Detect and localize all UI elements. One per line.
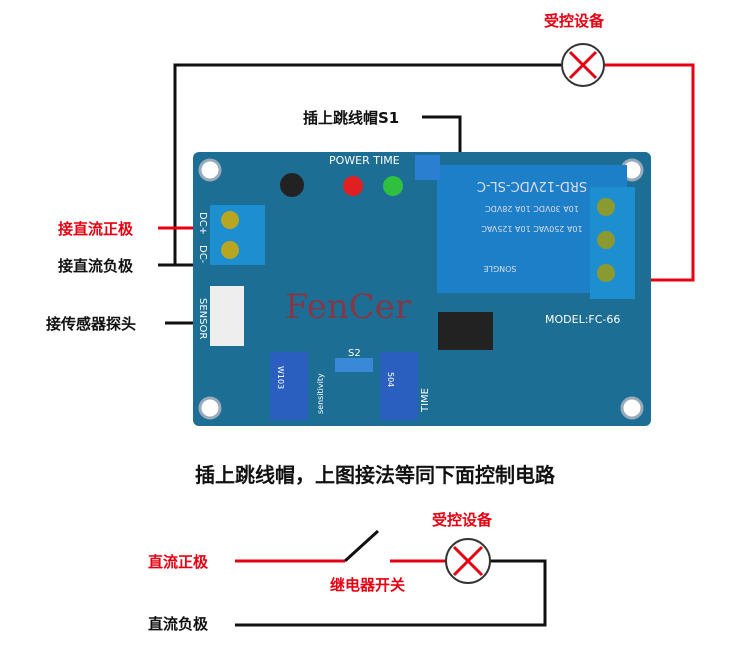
dc-terminal-block (210, 205, 265, 265)
bulb-icon (561, 43, 605, 87)
relay-rating-2: 10A 30VDC 10A 28VDC (485, 204, 579, 213)
sensor-label: 接传感器探头 (46, 315, 137, 333)
model-label: MODEL:FC-66 (545, 313, 620, 326)
bottom-device-label: 受控设备 (432, 511, 493, 529)
bottom-dc-neg-label: 直流负极 (148, 615, 209, 633)
dc-plus-label: DC+ (197, 212, 208, 235)
pot1-label: W103 (276, 366, 285, 389)
watermark: FenCer (285, 287, 412, 327)
pot2-label: 504 (386, 372, 395, 387)
s2-label: S2 (348, 348, 361, 359)
sensitivity-label: sensitivity (316, 373, 325, 414)
bottom-black-wire (235, 559, 547, 627)
dc-minus-label: DC- (197, 245, 208, 264)
sensor-connector (210, 286, 244, 346)
power-time-label: POWER TIME (329, 154, 400, 167)
dc-neg-label: 接直流负极 (58, 257, 134, 275)
caption: 插上跳线帽，上图接法等同下面控制电路 (195, 463, 555, 487)
time-led (383, 176, 403, 196)
power-led (343, 176, 363, 196)
sensitivity-pot (270, 352, 308, 420)
s2-jumper (335, 358, 373, 372)
relay-switch (343, 529, 380, 563)
time-label: TIME (420, 388, 431, 413)
bottom-dc-pos-label: 直流正极 (148, 553, 209, 571)
red-wire-top (603, 63, 695, 282)
dc-pos-label: 接直流正极 (58, 220, 134, 238)
jumper-label: 插上跳线帽S1 (303, 109, 400, 127)
bottom-bulb-icon (445, 538, 491, 584)
jumper-leader (422, 115, 462, 160)
relay-model-text: SRD-12VDC-SL-C (477, 178, 587, 193)
output-terminal-block (590, 187, 635, 299)
sensor-board-label: SENSOR (197, 298, 208, 339)
relay-brand: SONGLE (483, 264, 516, 273)
relay-module-board: SRD-12VDC-SL-C 10A 30VDC 10A 28VDC 10A 2… (193, 152, 651, 426)
relay-rating-1: 10A 250VAC 10A 125VAC (481, 224, 583, 233)
time-pot (380, 352, 418, 420)
relay-switch-label: 继电器开关 (330, 576, 406, 594)
black-wire-top (173, 63, 563, 267)
top-device-label: 受控设备 (544, 12, 605, 30)
